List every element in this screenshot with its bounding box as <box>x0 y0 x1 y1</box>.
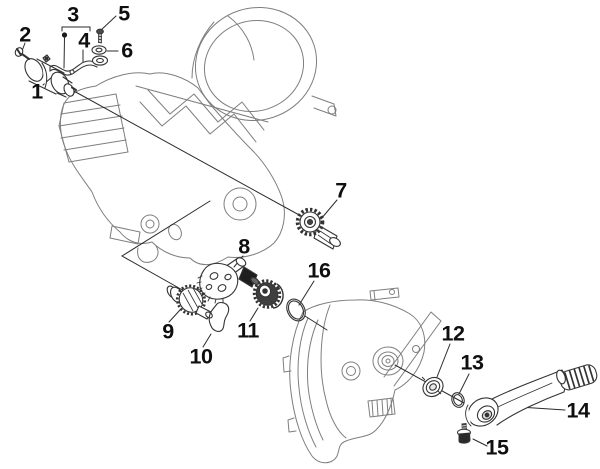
callout-15: 15 <box>485 435 509 460</box>
callout-2: 2 <box>19 22 31 47</box>
lever-oring-drawing <box>451 392 465 408</box>
kickshaft-pointer-lines <box>121 200 211 293</box>
washers-drawing <box>91 45 109 66</box>
callout-4: 4 <box>78 28 90 53</box>
pinch-bolt-drawing <box>457 422 471 444</box>
bracket-3-dot <box>61 32 68 38</box>
kick-pinion-drawing <box>166 284 213 320</box>
callout-12: 12 <box>441 321 465 346</box>
callout-14: 14 <box>566 398 590 423</box>
transmission-cover-drawing <box>282 287 442 464</box>
leader-10 <box>202 333 212 348</box>
callout-11: 11 <box>237 318 259 343</box>
leader-7 <box>320 199 338 220</box>
starter-motor-drawing <box>24 54 77 98</box>
leader-lines <box>21 15 566 447</box>
callout-16: 16 <box>307 258 331 283</box>
leader-5 <box>99 15 117 32</box>
callout-9: 9 <box>162 319 174 344</box>
mount-bolt-drawing <box>14 47 30 60</box>
leader-9 <box>168 309 181 323</box>
callout-5: 5 <box>118 1 130 26</box>
leader-12 <box>436 343 451 378</box>
callout-1: 1 <box>31 79 43 104</box>
kick-lever-drawing <box>465 364 598 427</box>
leader-16 <box>298 280 315 306</box>
shaft-oring-drawing <box>286 298 306 322</box>
bracket-3 <box>61 26 91 32</box>
gasket-drawing <box>208 301 230 332</box>
starter-axis-line <box>71 89 302 217</box>
leader-13 <box>458 373 470 395</box>
callout-10: 10 <box>189 344 213 369</box>
leader-15 <box>472 438 488 447</box>
leader-3 <box>63 37 65 69</box>
idle-gear-drawing <box>295 207 341 250</box>
screw-drawing <box>96 28 104 44</box>
exploded-axis-line <box>304 315 328 331</box>
callout-8: 8 <box>238 234 250 259</box>
callout-13: 13 <box>460 350 484 375</box>
callout-6: 6 <box>121 38 133 63</box>
seal-washer-drawing <box>421 376 444 398</box>
callout-7: 7 <box>335 178 347 203</box>
leader-11 <box>249 307 259 322</box>
driven-gear-drawing <box>252 279 284 309</box>
callout-3: 3 <box>67 2 79 27</box>
kick-shaft-drawing <box>196 257 260 304</box>
